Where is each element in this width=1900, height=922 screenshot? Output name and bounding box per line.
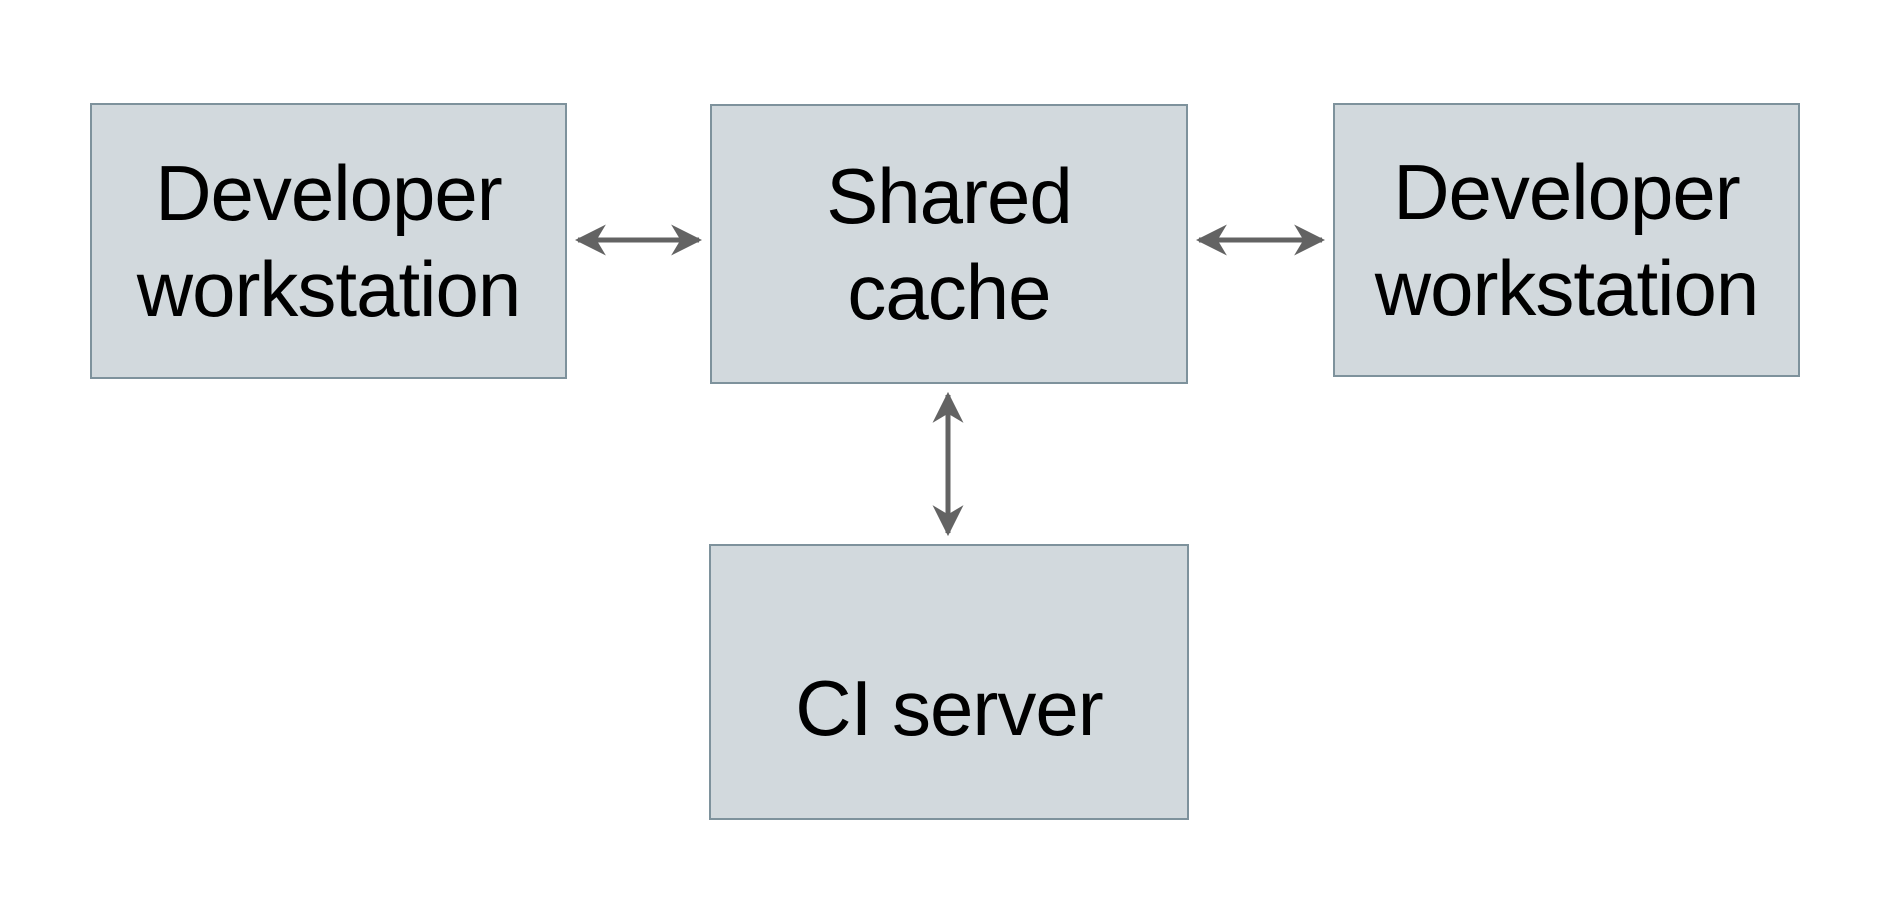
node-shared-cache: Shared cache [710,104,1188,384]
node-label-line: workstation [1374,244,1759,332]
node-label-line: Shared [826,152,1073,240]
node-label-line: Developer [155,149,503,237]
node-label-line: cache [847,248,1051,336]
node-ci-server: CI server [709,544,1189,820]
node-developer-workstation-left: Developer workstation [90,103,567,379]
node-label-line: workstation [136,245,521,333]
node-label-line: CI server [795,664,1103,752]
node-label-line: Developer [1393,148,1741,236]
node-developer-workstation-right: Developer workstation [1333,103,1800,377]
